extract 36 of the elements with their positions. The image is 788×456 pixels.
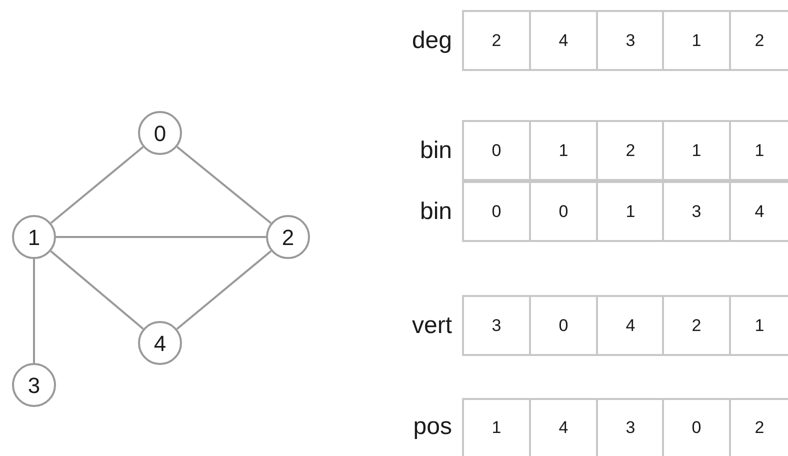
table-cell: 1	[596, 181, 663, 242]
table-cell: 0	[462, 120, 529, 181]
graph-edge	[176, 146, 272, 224]
table-cell: 0	[462, 181, 529, 242]
row-header: deg	[410, 28, 452, 52]
row-header: bin	[418, 200, 452, 224]
row-header: bin	[418, 138, 452, 162]
table-cell: 1	[662, 120, 729, 181]
table-cell: 1	[729, 295, 788, 356]
table-cell: 3	[596, 398, 663, 456]
row-header: pos	[412, 415, 452, 439]
graph-edge	[56, 236, 266, 238]
table-cell: 2	[596, 120, 663, 181]
table-cell: 2	[662, 295, 729, 356]
table-cell: 1	[462, 398, 529, 456]
table-cell: 2	[729, 398, 788, 456]
table-cell: 0	[529, 295, 596, 356]
table-cell: 2	[729, 10, 788, 71]
table-cell: 4	[729, 181, 788, 242]
row-header: vert	[410, 314, 452, 338]
table-cell: 1	[529, 120, 596, 181]
graph-edge	[50, 250, 144, 330]
table-cell: 1	[729, 120, 788, 181]
table-cell: 4	[529, 398, 596, 456]
table-cell: 4	[596, 295, 663, 356]
table-cell: 3	[462, 295, 529, 356]
table-cell: 2	[462, 10, 529, 71]
table-cell: 0	[529, 181, 596, 242]
table-cell: 3	[662, 181, 729, 242]
table-cell: 0	[662, 398, 729, 456]
table-cell: 3	[596, 10, 663, 71]
graph-edge	[50, 146, 144, 224]
graph-edge	[176, 250, 272, 330]
table-cell: 1	[662, 10, 729, 71]
graph-edge	[33, 259, 35, 363]
table-cell: 4	[529, 10, 596, 71]
